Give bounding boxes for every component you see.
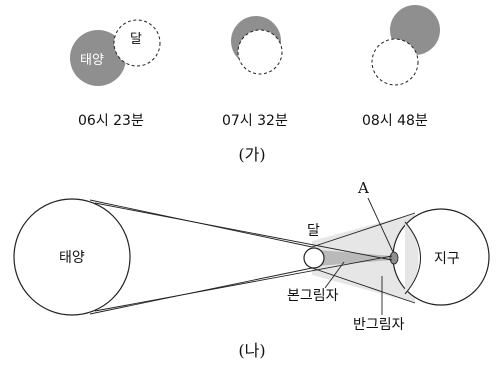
point-a-label: A [357, 179, 369, 197]
part-b-label: (나) [238, 341, 265, 360]
penumbra-limb [404, 221, 421, 295]
stage1-sun [70, 30, 126, 86]
stage2-time: 07시 32분 [222, 113, 288, 129]
stage1-sun-label: 태양 [80, 53, 104, 68]
stage3-moon [371, 38, 419, 86]
stage2-moon [237, 29, 283, 75]
penumbra-label: 반그림자 [353, 317, 405, 333]
part-a-label: (가) [238, 145, 265, 164]
stage1-time: 06시 23분 [78, 113, 144, 129]
ray-cross-1 [94, 202, 393, 261]
penumbra-on-earth [405, 222, 419, 294]
umbra-leader [324, 261, 345, 289]
stage3-time: 08시 48분 [362, 113, 428, 129]
sun-label: 태양 [59, 250, 85, 266]
point-a-leader [367, 197, 394, 253]
moon [303, 247, 325, 269]
stage1-moon-label: 달 [130, 32, 142, 47]
umbra-spot [389, 251, 399, 265]
shadow-diagram: 태양 달 지구 A 본그림자 반그림자 [13, 179, 490, 333]
stage1-moon [113, 19, 161, 67]
penumbra-edge-bottom [311, 267, 416, 304]
moon-label: 달 [307, 223, 320, 239]
umbra-region [318, 250, 392, 266]
earth-label: 지구 [434, 251, 460, 267]
eclipse-stage-3: 08시 48분 [362, 5, 440, 129]
eclipse-stage-2: 07시 32분 [222, 16, 288, 129]
sun [13, 198, 131, 316]
umbra-label: 본그림자 [287, 288, 339, 304]
penumbra-edge-top [311, 212, 416, 248]
ray-cross-2 [94, 255, 393, 312]
eclipse-stage-1: 태양 달 06시 23분 [70, 19, 161, 129]
